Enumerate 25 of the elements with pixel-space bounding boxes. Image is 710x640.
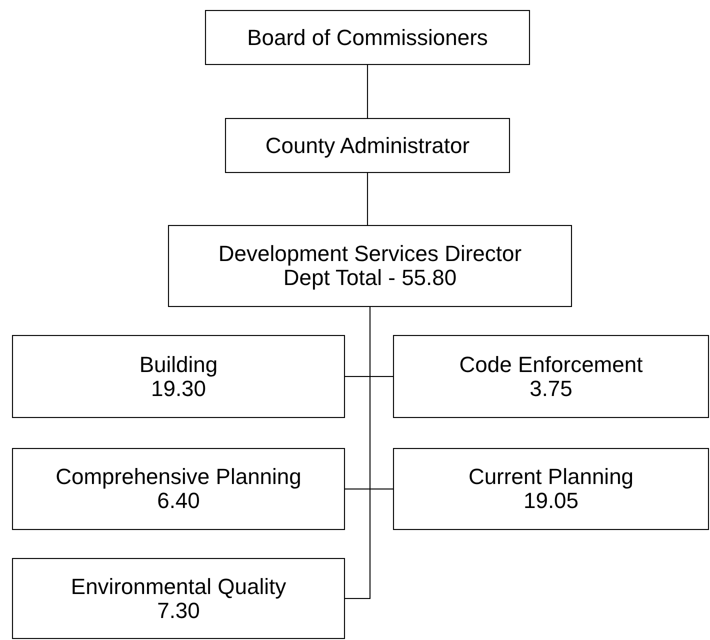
unit-name: Board of Commissioners <box>247 26 488 50</box>
connector-line <box>367 64 368 118</box>
unit-name: Comprehensive Planning <box>56 465 302 489</box>
unit-name: Code Enforcement <box>459 352 643 376</box>
unit-value: 7.30 <box>157 598 200 622</box>
org-box <box>12 558 345 639</box>
org-box <box>168 225 572 307</box>
connector-line <box>367 172 368 226</box>
org-box <box>393 335 709 418</box>
org-box <box>205 10 530 65</box>
unit-name: Environmental Quality <box>70 574 286 598</box>
org-box <box>225 118 510 173</box>
org-box <box>12 335 345 418</box>
unit-value: 19.05 <box>523 489 579 513</box>
unit-name: Building <box>139 352 218 376</box>
unit-value: 19.30 <box>150 376 206 400</box>
unit-value: 6.40 <box>157 489 200 513</box>
org-box <box>393 448 709 530</box>
unit-value: 3.75 <box>530 376 572 400</box>
unit-name: Current Planning <box>468 465 634 489</box>
org-box <box>12 448 345 530</box>
unit-name: Development Services Director <box>218 242 522 266</box>
unit-name: County Administrator <box>265 134 470 158</box>
unit-value: Dept Total - 55.80 <box>283 266 457 290</box>
connector-line <box>344 306 370 599</box>
